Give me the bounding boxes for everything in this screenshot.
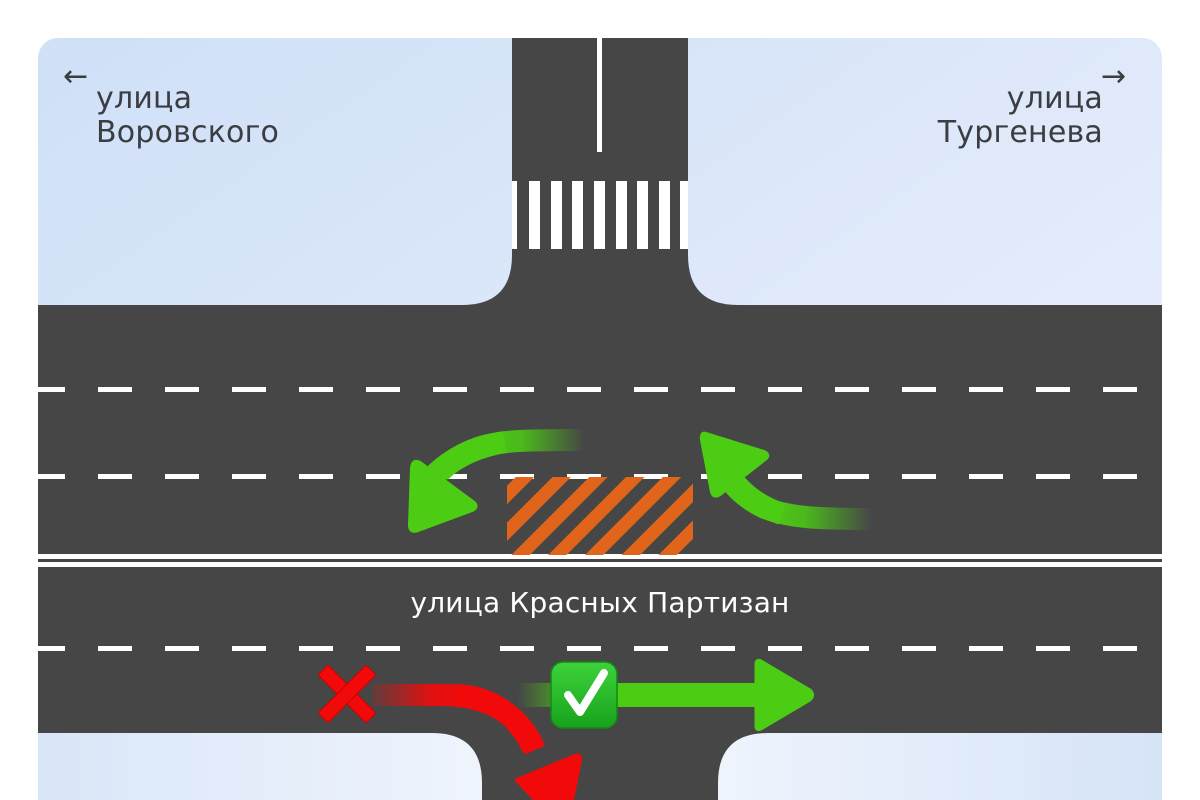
hatched-zone-fill: [507, 477, 693, 555]
lane-dash: [634, 646, 668, 651]
side-street-top: [38, 38, 1162, 800]
lane-dash: [433, 387, 467, 392]
double-solid-line-top: [38, 554, 1162, 559]
forbidden-right-turn-arrow: [372, 684, 583, 800]
lane-dash: [1103, 646, 1137, 651]
lane-dash: [969, 474, 1003, 479]
lane-dash: [634, 387, 668, 392]
lane-dash: [835, 474, 869, 479]
lane-dash: [902, 474, 936, 479]
lane-dash: [299, 646, 333, 651]
crosswalk-stripe: [551, 181, 562, 249]
lane-dash: [98, 474, 132, 479]
forbidden-arrow-tail-solid: [454, 684, 543, 753]
lane-dash: [232, 474, 266, 479]
lane-dash: [98, 646, 132, 651]
lane-dash: [165, 646, 199, 651]
straight-arrow-head: [754, 658, 814, 732]
lane-dash: [165, 387, 199, 392]
crosswalk-stripe: [529, 181, 540, 249]
arrow-left-icon: ←: [63, 59, 89, 94]
crosswalk-stripe: [512, 181, 517, 249]
lane-dash: [38, 387, 65, 392]
street-label-vorovskogo-line1: улица: [96, 81, 193, 116]
forbidden-arrow-head: [515, 753, 583, 800]
lane-dash: [38, 474, 65, 479]
lane-dash: [1036, 387, 1070, 392]
left-turn-arrow-tail-solid: [432, 431, 507, 481]
lane-dash: [1103, 387, 1137, 392]
lane-dash: [299, 474, 333, 479]
street-label-vorovskogo-line2: Воровского: [96, 115, 280, 150]
lane-dash: [500, 387, 534, 392]
u-turn-arrow-head: [699, 431, 770, 498]
lane-dash: [835, 646, 869, 651]
lane-dash: [500, 474, 534, 479]
crosswalk-stripe: [594, 181, 605, 249]
left-turn-arrow: [408, 429, 586, 533]
lane-dash: [902, 387, 936, 392]
lane-dash: [969, 387, 1003, 392]
lane-dash: [165, 474, 199, 479]
crosswalk-stripe: [572, 181, 583, 249]
lane-dash: [1103, 474, 1137, 479]
lane-dash: [902, 646, 936, 651]
lane-dash: [366, 474, 400, 479]
street-label-vorovskogo: улица Воровского: [96, 82, 279, 150]
lane-dash: [366, 646, 400, 651]
crosswalk-stripe: [616, 181, 627, 249]
straight-arrow-shaft: [612, 683, 758, 707]
crosswalk-stripe: [637, 181, 648, 249]
lane-dash: [768, 474, 802, 479]
street-label-krasnyh-partizan: улица Красных Партизан: [410, 586, 790, 619]
double-solid-line-bottom: [38, 562, 1162, 567]
lane-dash: [768, 387, 802, 392]
arrow-right-icon: →: [1101, 59, 1127, 94]
lane-dash: [567, 474, 601, 479]
lane-dash: [701, 646, 735, 651]
u-turn-arrow: [699, 431, 873, 530]
street-label-turgeneva-line1: улица: [1006, 81, 1103, 116]
crosswalk-stripe: [680, 181, 688, 249]
lane-dash: [98, 387, 132, 392]
lane-dash: [433, 646, 467, 651]
street-label-turgeneva-line2: Тургенева: [937, 115, 1103, 150]
crosswalk-stripe: [659, 181, 670, 249]
lane-dash: [38, 646, 65, 651]
left-turn-arrow-head: [408, 459, 478, 533]
lane-dash: [835, 387, 869, 392]
lane-dash: [567, 387, 601, 392]
lane-dash: [701, 387, 735, 392]
lane-dash: [232, 387, 266, 392]
street-label-turgeneva: улица Тургенева: [938, 82, 1103, 150]
lane-dash: [1036, 646, 1070, 651]
lane-dash: [969, 646, 1003, 651]
lane-dash: [567, 646, 601, 651]
lane-dash: [299, 387, 333, 392]
check-mark-icon: [550, 661, 618, 729]
cross-mark-icon: [318, 665, 376, 723]
hatched-zone: [507, 477, 693, 555]
side-street-center-line: [597, 38, 602, 152]
lane-dashes-upper-1: [38, 387, 1137, 392]
lane-dash: [768, 646, 802, 651]
lane-dash: [232, 646, 266, 651]
lane-dash: [500, 646, 534, 651]
lane-dash: [634, 474, 668, 479]
lane-dash: [366, 387, 400, 392]
lane-dash: [1036, 474, 1070, 479]
crosswalk: [512, 181, 688, 249]
lane-dashes-lower: [38, 646, 1137, 651]
u-turn-arrow-tail-solid: [727, 476, 786, 525]
